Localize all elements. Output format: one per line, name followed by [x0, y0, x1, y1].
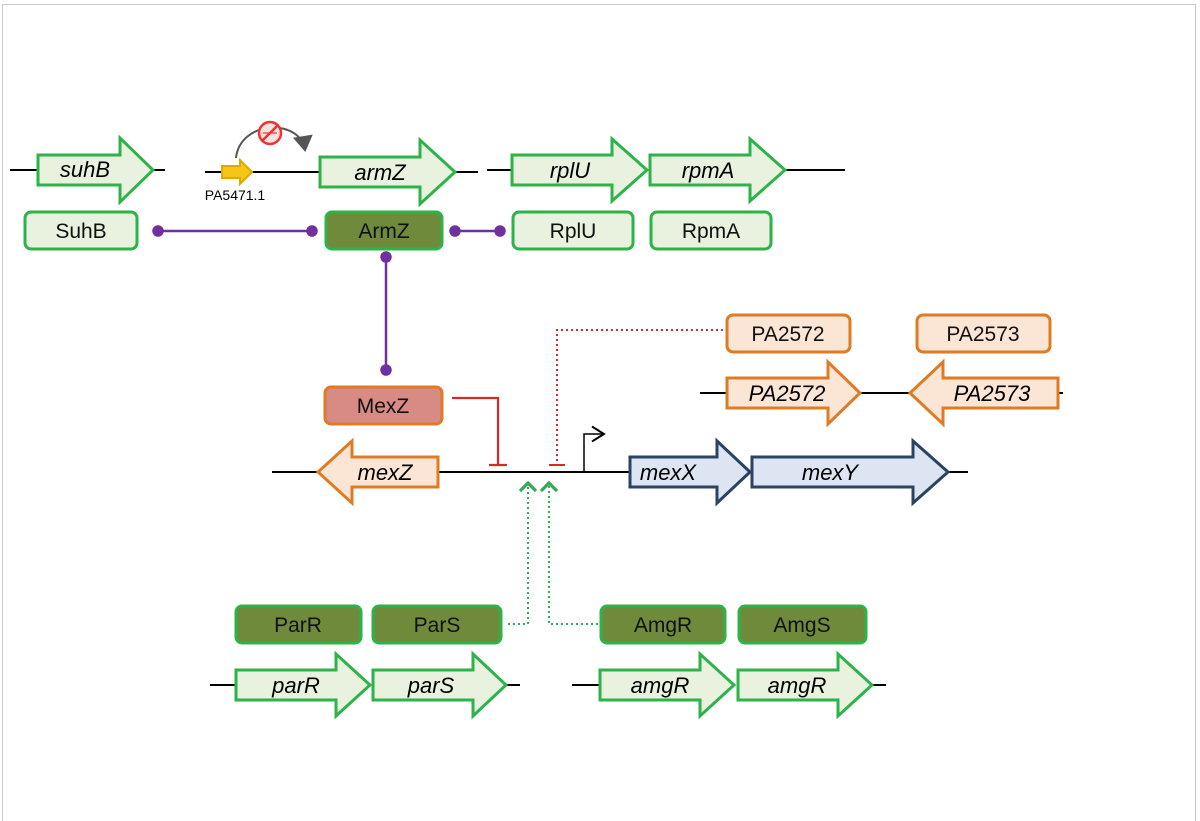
- operon-armZ: PA5471.1 armZ: [205, 120, 478, 208]
- operon-rplU-rpmA: rplU rpmA: [487, 135, 845, 205]
- operon-parRS: parR parS: [210, 650, 520, 720]
- operon-suhB: suhB: [10, 134, 165, 206]
- protein-label-SuhB: SuhB: [55, 220, 106, 243]
- gene-label-rpmA: rpmA: [682, 158, 735, 183]
- gene-arrow-mexX: [628, 437, 753, 507]
- protein-RplU: RplU: [511, 210, 635, 251]
- interaction-dot: [152, 225, 164, 237]
- interaction-dot: [306, 225, 318, 237]
- protein-label-ParR: ParR: [274, 614, 322, 637]
- activation-AmgR: [539, 480, 598, 625]
- protein-label-ParS: ParS: [414, 614, 461, 637]
- gene-arrow-armZ: [318, 136, 458, 208]
- gene-label-amgR: amgR: [631, 673, 690, 698]
- prohibition-icon: [257, 120, 283, 146]
- gene-arrow-amgR: [598, 650, 737, 720]
- protein-ArmZ: ArmZ: [324, 210, 444, 251]
- gene-arrow-PA2573: [907, 358, 1060, 428]
- protein-SuhB: SuhB: [23, 210, 139, 251]
- protein-PA2573: PA2573: [915, 313, 1052, 354]
- gene-label-PA5471-1: PA5471.1: [205, 187, 266, 203]
- protein-PA2572: PA2572: [725, 313, 852, 354]
- gene-label-rplU: rplU: [550, 158, 590, 183]
- interaction-dot: [449, 225, 461, 237]
- repression-PA2572: [549, 329, 723, 466]
- promoter-arrow: [583, 425, 606, 472]
- protein-ParR: ParR: [234, 604, 363, 645]
- figure-frame: [2, 4, 1196, 821]
- operon-PA2572-PA2573: PA2572 PA2573: [700, 358, 1063, 428]
- gene-label-armZ: armZ: [354, 160, 407, 185]
- gene-arrow-mexY: [750, 437, 951, 507]
- protein-RpmA: RpmA: [649, 210, 773, 251]
- protein-AmgS: AmgS: [737, 604, 868, 645]
- gene-arrow-rplU: [510, 135, 650, 205]
- interaction-dot: [494, 225, 506, 237]
- protein-label-MexZ: MexZ: [357, 395, 410, 418]
- interaction-dot: [380, 251, 392, 263]
- gene-label-mexY: mexY: [802, 460, 860, 485]
- gene-label-parR: parR: [271, 673, 320, 698]
- protein-label-RpmA: RpmA: [682, 220, 740, 243]
- gene-label-mexX: mexX: [640, 460, 698, 485]
- activation-ParS: [508, 480, 538, 625]
- gene-arrow-amgS: [736, 650, 875, 720]
- gene-label-parS: parS: [407, 673, 455, 698]
- gene-label-PA2573: PA2573: [954, 381, 1031, 406]
- gene-arrow-parR: [234, 650, 373, 720]
- gene-arrow-mexZ: [315, 437, 440, 507]
- gene-arrow-PA2572: [725, 358, 863, 428]
- gene-arrow-parS: [371, 650, 509, 720]
- interaction-lines: [152, 225, 506, 376]
- interaction-dot: [380, 364, 392, 376]
- protein-ParS: ParS: [371, 604, 503, 645]
- gene-arrow-rpmA: [648, 135, 788, 205]
- gene-label-mexZ: mexZ: [358, 460, 415, 485]
- protein-label-AmgR: AmgR: [634, 614, 692, 637]
- gene-label-suhB: suhB: [60, 157, 110, 182]
- gene-label-PA2572: PA2572: [749, 381, 826, 406]
- protein-label-AmgS: AmgS: [773, 614, 830, 637]
- protein-label-RplU: RplU: [550, 220, 597, 243]
- protein-label-PA2573: PA2573: [946, 323, 1019, 346]
- protein-MexZ: MexZ: [323, 385, 444, 426]
- operon-amgRS: amgR amgR: [572, 650, 886, 720]
- repression-MexZ: [452, 396, 507, 467]
- operon-mexZ-mexXY: mexZ mexX mexY: [272, 425, 968, 507]
- gene-label-amgR-second: amgR: [768, 673, 827, 698]
- gene-arrow-PA5471-1: [221, 157, 254, 187]
- protein-AmgR: AmgR: [599, 604, 727, 645]
- gene-arrow-suhB: [36, 134, 156, 206]
- protein-label-ArmZ: ArmZ: [358, 220, 409, 243]
- protein-label-PA2572: PA2572: [751, 323, 824, 346]
